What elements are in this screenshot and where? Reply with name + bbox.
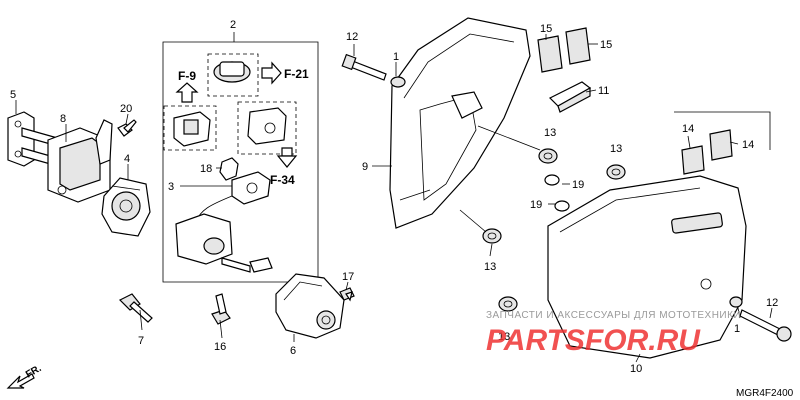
callout-11: 11 xyxy=(598,85,609,97)
watermark-caption: ЗАПЧАСТИ И АКСЕССУАРЫ ДЛЯ МОТОТЕХНИКИ xyxy=(486,310,741,321)
callout-5: 5 xyxy=(10,89,16,101)
callout-19-b: 19 xyxy=(530,199,542,211)
callout-13-a: 13 xyxy=(544,127,556,139)
diagram-code: MGR4F2400 xyxy=(736,388,794,399)
ref-f21: F-21 xyxy=(284,67,309,81)
part-4-cylinder xyxy=(101,177,151,237)
callout-14-right: 14 xyxy=(742,139,754,151)
callout-18: 18 xyxy=(200,163,212,175)
part-7-key xyxy=(118,293,153,323)
callout-13-b: 13 xyxy=(484,261,496,273)
callout-15-left: 15 xyxy=(540,23,552,35)
watermark: ЗАПЧАСТИ И АКСЕССУАРЫ ДЛЯ МОТОТЕХНИКИ PA… xyxy=(486,310,741,357)
callout-4: 4 xyxy=(124,153,130,165)
part-11-cushion xyxy=(548,81,592,113)
callout-14-left: 14 xyxy=(682,123,694,135)
ref-f34: F-34 xyxy=(270,173,295,187)
ref-f9: F-9 xyxy=(178,69,196,83)
left-cover-grommets xyxy=(459,125,560,244)
callout-2: 2 xyxy=(230,19,236,31)
part-9-left-side-cover xyxy=(389,17,531,229)
reference-arrows xyxy=(175,61,298,168)
part-17-screw xyxy=(339,287,355,302)
callout-6: 6 xyxy=(290,345,296,357)
part-12-bolt-top xyxy=(341,53,406,88)
front-label: FR. xyxy=(24,363,44,381)
callout-20: 20 xyxy=(120,103,132,115)
mounting-bracket-group xyxy=(7,111,137,203)
callout-10: 10 xyxy=(630,363,642,375)
callout-15-right: 15 xyxy=(600,39,612,51)
callout-12-bottom: 12 xyxy=(766,297,778,309)
reference-labels: F-9 F-21 F-34 xyxy=(178,67,309,187)
part-15-pads xyxy=(537,27,591,73)
right-cover-grommets xyxy=(498,164,743,312)
callout-8: 8 xyxy=(60,113,66,125)
callout-1-bottom: 1 xyxy=(734,323,740,335)
callout-13-c: 13 xyxy=(610,143,622,155)
callout-19-a: 19 xyxy=(572,179,584,191)
callouts: 5 8 20 4 2 18 3 7 16 6 17 12 1 9 15 15 1… xyxy=(10,19,778,375)
ignition-assembly-box xyxy=(162,41,319,283)
part-10-right-side-cover xyxy=(547,111,771,359)
callout-3: 3 xyxy=(168,181,174,193)
part-12-bolt-bottom xyxy=(739,309,792,342)
callout-1-top: 1 xyxy=(393,51,399,63)
callout-12-top: 12 xyxy=(346,31,358,43)
callout-17: 17 xyxy=(342,271,354,283)
part-14-pads xyxy=(681,129,733,175)
callout-9: 9 xyxy=(362,161,368,173)
leader-lines xyxy=(15,32,773,363)
part-16-bolt xyxy=(211,293,231,325)
callout-13-d: 13 xyxy=(498,331,510,343)
callout-7: 7 xyxy=(138,335,144,347)
part-6-cover xyxy=(275,273,345,339)
watermark-brand: PARTSFOR.RU xyxy=(486,324,701,357)
front-arrow-icon xyxy=(6,373,35,389)
callout-16: 16 xyxy=(214,341,226,353)
front-direction-indicator: FR. xyxy=(6,363,44,389)
